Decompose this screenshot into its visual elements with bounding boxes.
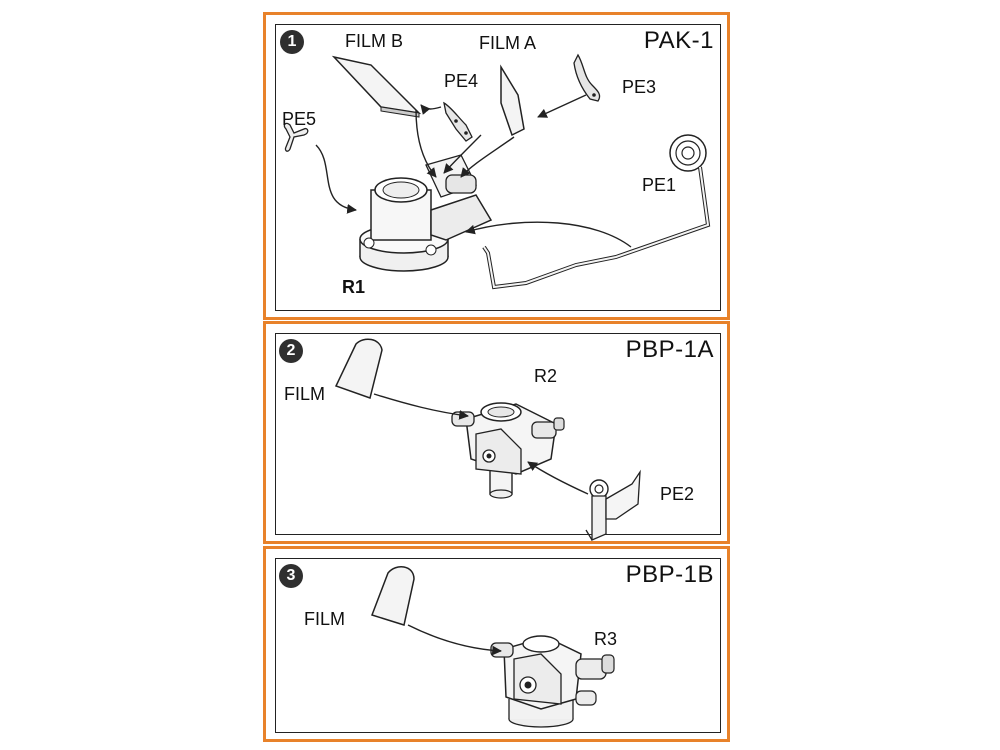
step-number-badge: 1 <box>280 30 304 54</box>
film-b-part <box>331 55 422 118</box>
model-title: PBP-1A <box>625 336 714 363</box>
label-film: FILM <box>284 384 326 404</box>
label-pe3: PE3 <box>622 77 657 97</box>
assembly-arrows <box>407 624 502 656</box>
pe3-part <box>573 53 601 102</box>
label-film-a: FILM A <box>479 33 537 53</box>
label-r2: R2 <box>534 366 558 386</box>
label-r1: R1 <box>342 277 366 297</box>
step-number-badge: 2 <box>279 339 303 363</box>
pe2-bracket-part <box>585 469 641 541</box>
r2-sight-body <box>451 402 565 499</box>
film-part <box>371 566 415 626</box>
step-2-inner-frame: 2 PBP-1A <box>275 333 721 541</box>
label-pe4: PE4 <box>444 71 479 91</box>
label-film-b: FILM B <box>345 31 404 51</box>
label-film: FILM <box>304 609 346 629</box>
assembly-arrows <box>373 393 589 495</box>
label-pe2: PE2 <box>660 484 695 504</box>
pe5-wing-nut <box>283 122 309 152</box>
step-2-assembly-drawing <box>334 338 641 541</box>
step-1-inner-frame: 1 PAK-1 <box>275 24 721 311</box>
model-title: PBP-1B <box>625 561 714 588</box>
label-pe1: PE1 <box>642 175 677 195</box>
label-r3: R3 <box>594 629 618 649</box>
r1-sight-body <box>359 154 493 272</box>
step-3-assembly-drawing <box>371 566 615 728</box>
step-1-assembly-drawing <box>283 53 711 290</box>
step-3-inner-frame: 3 PBP-1B <box>275 558 721 733</box>
film-part <box>334 338 383 399</box>
assembly-arrows <box>315 94 632 248</box>
film-a-part <box>500 64 525 137</box>
step-number-badge: 3 <box>279 564 303 588</box>
pe1-bracket-part <box>482 134 711 290</box>
step-2-panel: 2 PBP-1A <box>263 321 730 544</box>
r3-sight-body <box>490 635 615 728</box>
model-title: PAK-1 <box>643 27 714 54</box>
label-pe5: PE5 <box>282 109 317 129</box>
step-1-panel: 1 PAK-1 <box>263 12 730 320</box>
step-3-panel: 3 PBP-1B <box>263 546 730 742</box>
pe4-part <box>443 101 473 142</box>
